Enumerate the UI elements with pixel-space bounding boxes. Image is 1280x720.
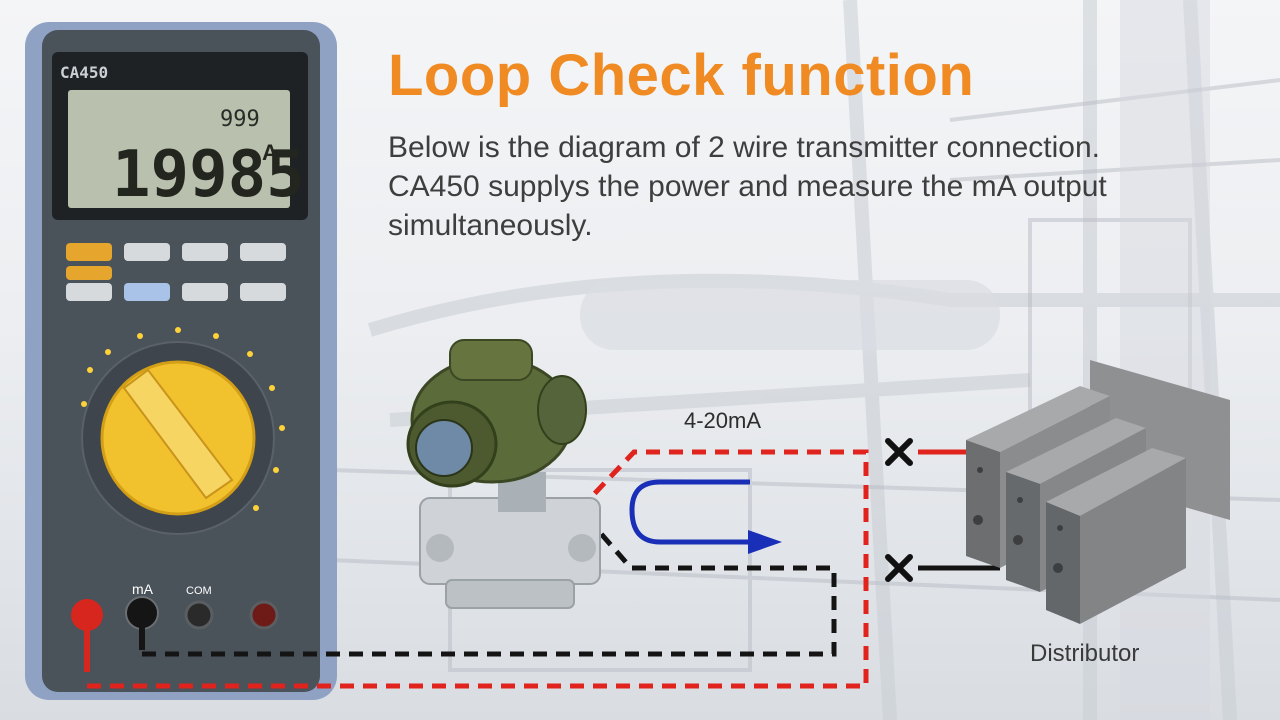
distributor	[966, 360, 1230, 624]
meter-brand: CA450	[60, 63, 108, 82]
meter-lcd	[68, 90, 290, 208]
flange-bolt-2	[568, 534, 596, 562]
break-marks	[885, 438, 913, 582]
knob-grip	[122, 368, 234, 500]
lcd-sub-reading: 999	[220, 107, 260, 132]
break-mark-top	[885, 438, 913, 466]
key-6[interactable]	[66, 283, 112, 301]
distributor-label: Distributor	[1030, 640, 1140, 667]
distributor-terminals	[973, 467, 1063, 573]
positive-wire	[87, 449, 869, 689]
lcd-unit: A	[262, 140, 278, 165]
terminal-v[interactable]	[249, 600, 279, 630]
wiring	[87, 449, 869, 689]
dial-markings	[81, 327, 285, 511]
flange-bolt-1	[426, 534, 454, 562]
description-line-3: simultaneously.	[388, 209, 593, 242]
transmitter-side-cap	[537, 375, 587, 445]
terminal-label-ma: mA	[132, 581, 154, 597]
multimeter: CA450 999 19985 A mA COM	[25, 22, 337, 700]
break-mark-bottom	[885, 554, 913, 582]
key-2[interactable]	[124, 243, 170, 261]
key-9[interactable]	[240, 283, 286, 301]
key-4[interactable]	[240, 243, 286, 261]
description-line-1: Below is the diagram of 2 wire transmitt…	[388, 131, 1100, 164]
key-3[interactable]	[182, 243, 228, 261]
current-signal-label: 4-20mA	[684, 408, 762, 433]
current-flow-arrow	[629, 479, 752, 545]
slide-description: Below is the diagram of 2 wire transmitt…	[388, 128, 1268, 245]
slide-title: Loop Check function	[388, 43, 975, 108]
transmitter-window	[415, 419, 473, 477]
distributor-module-3	[1046, 448, 1186, 624]
key-7[interactable]	[124, 283, 170, 301]
key-8[interactable]	[182, 283, 228, 301]
lcd-main-reading: 19985	[112, 138, 305, 212]
negative-wire	[142, 510, 837, 657]
transmitter	[406, 339, 601, 609]
terminal-com[interactable]	[184, 600, 214, 630]
key-5[interactable]	[66, 266, 112, 280]
terminal-label-com: COM	[186, 585, 212, 597]
transmitter-body-lower	[445, 579, 575, 609]
transmitter-top-cap	[449, 339, 533, 381]
key-power[interactable]	[66, 243, 112, 261]
current-arrow-head	[748, 530, 782, 554]
description-line-2: CA450 supplys the power and measure the …	[388, 170, 1107, 203]
